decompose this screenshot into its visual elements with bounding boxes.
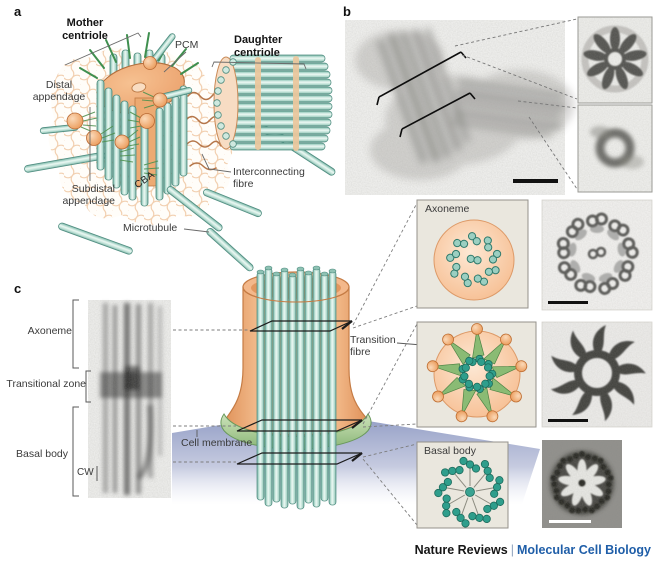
distal-appendage-label: Distal appendage [32, 79, 86, 104]
basal-body-box [416, 441, 509, 529]
panel-a-leader-lines [64, 32, 307, 233]
panel-a-tag: a [14, 4, 22, 19]
mother-centriole-drawing [39, 32, 199, 207]
transitional-zone-label: Transitional zone [6, 378, 86, 390]
panel-b-micrograph [345, 16, 653, 195]
daughter-centriole-label: Daughter centriole [234, 34, 283, 59]
centriole-length-arrows [376, 51, 476, 138]
scale-bar-axoneme-em [548, 301, 588, 304]
journal-name: Nature Reviews [414, 543, 508, 557]
basal-body-box-label: Basal body [424, 445, 476, 457]
connector-dashes-c [173, 202, 418, 526]
free-microtubules-front [166, 186, 262, 272]
scale-bar-transition-em [548, 419, 588, 422]
em-inset-bottom [577, 104, 653, 193]
connector-dashes-b [454, 18, 578, 190]
scale-bar-b [513, 179, 558, 183]
section-planes [236, 320, 363, 465]
subdistal-appendage-label: Subdistal appendage [62, 183, 115, 208]
microtubule-label: Microtubule [123, 222, 178, 234]
publication-name: Molecular Cell Biology [516, 543, 651, 557]
transition-fibre-em [541, 321, 653, 428]
journal-footer: Nature Reviews|Molecular Cell Biology [415, 543, 651, 557]
em-inset-top [577, 16, 653, 104]
cell-membrane-label: Cell membrane [181, 437, 253, 449]
transition-fibre-label: Transition fibre [350, 334, 396, 359]
cilium-membrane [224, 286, 369, 436]
panel-b-tag: b [343, 4, 351, 19]
panel-c-tag: c [14, 281, 22, 296]
axoneme-cross-section-em [541, 199, 653, 311]
cilium-rim-front-edge [242, 286, 350, 303]
appendage-balls [66, 56, 168, 150]
basal-body-em [542, 440, 622, 528]
panel-a-illustration [24, 32, 336, 272]
interconnecting-fibre-label: Interconnecting fibre [233, 166, 305, 191]
scale-bar-basal-em [549, 520, 591, 523]
bracket-transitional-zone [85, 370, 91, 403]
axoneme-box-label: Axoneme [425, 203, 470, 215]
basal-body-region-label: Basal body [16, 448, 68, 460]
cartwheel-label: CW [77, 467, 94, 478]
daughter-centriole-drawing [213, 54, 333, 151]
em-longitudinal-c [88, 300, 171, 498]
region-brackets [72, 299, 98, 497]
axoneme-box [416, 199, 529, 309]
mother-centriole-label: Mother centriole [62, 17, 108, 42]
bracket-basal-body [72, 406, 79, 497]
pcm-label: PCM [175, 39, 199, 51]
bracket-axoneme [72, 299, 79, 369]
footer-separator: | [510, 543, 514, 557]
axoneme-region-label: Axoneme [27, 325, 72, 337]
transition-fibre-box [416, 321, 537, 428]
panel-c-illustration [72, 199, 653, 529]
